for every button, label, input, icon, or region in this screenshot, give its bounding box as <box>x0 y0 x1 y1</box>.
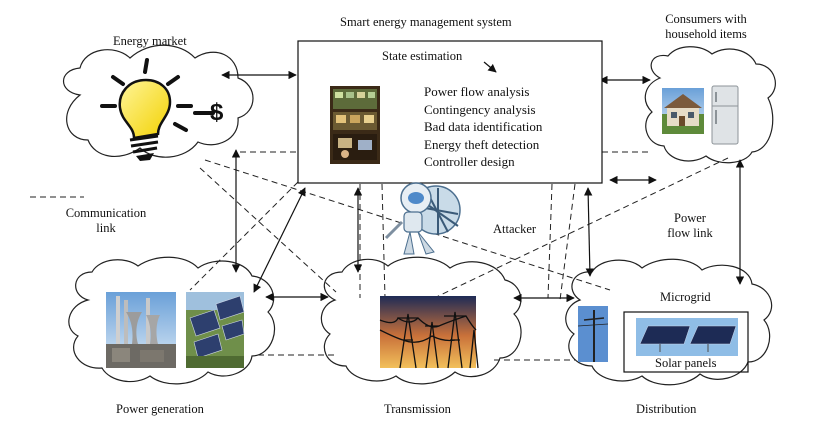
task-bad-data: Bad data identification <box>424 119 543 135</box>
consumers-label-line1: Consumers with <box>665 12 747 26</box>
control-room-image <box>330 86 380 164</box>
consumers-label: Consumers with household items <box>646 12 766 42</box>
solar-farm-image <box>186 292 245 368</box>
power-flow-links <box>221 70 745 303</box>
utility-pole-image <box>577 306 609 362</box>
energy-market-label: Energy market <box>113 34 187 48</box>
attacker-label: Attacker <box>493 222 537 236</box>
task-power-flow: Power flow analysis <box>424 84 530 99</box>
house-image <box>662 88 704 134</box>
analysis-task-list: Power flow analysis Contingency analysis… <box>424 83 542 171</box>
power-generation-label: Power generation <box>116 402 204 416</box>
solar-panels-label: Solar panels <box>655 356 717 370</box>
smart-system-title: Smart energy management system <box>340 15 512 29</box>
power-flow-link-label: Power flow link <box>650 211 730 241</box>
microgrid-box <box>623 311 749 373</box>
state-estimation-label: State estimation <box>382 49 463 63</box>
task-contingency: Contingency analysis <box>424 101 536 117</box>
communication-label-line1: Communication <box>65 206 147 220</box>
communication-link-label: Communication link <box>56 206 156 236</box>
communication-label-line2: link <box>96 221 116 235</box>
transmission-label: Transmission <box>384 402 451 416</box>
power-plant-image <box>106 292 176 368</box>
attacker-robot-icon <box>384 182 461 255</box>
task-controller: Controller design <box>424 154 515 170</box>
power-flow-label-line2: flow link <box>667 226 713 240</box>
solar-panels-image <box>636 318 738 356</box>
power-flow-label-line1: Power <box>674 211 706 225</box>
consumers-label-line2: household items <box>665 27 747 41</box>
light-bulb-icon <box>100 58 215 161</box>
task-energy-theft: Energy theft detection <box>424 136 540 152</box>
refrigerator-image <box>711 85 739 145</box>
transmission-towers-image <box>379 296 479 369</box>
distribution-label: Distribution <box>636 402 697 416</box>
dollar-sign-icon: $ <box>210 99 224 126</box>
microgrid-label: Microgrid <box>660 290 711 304</box>
